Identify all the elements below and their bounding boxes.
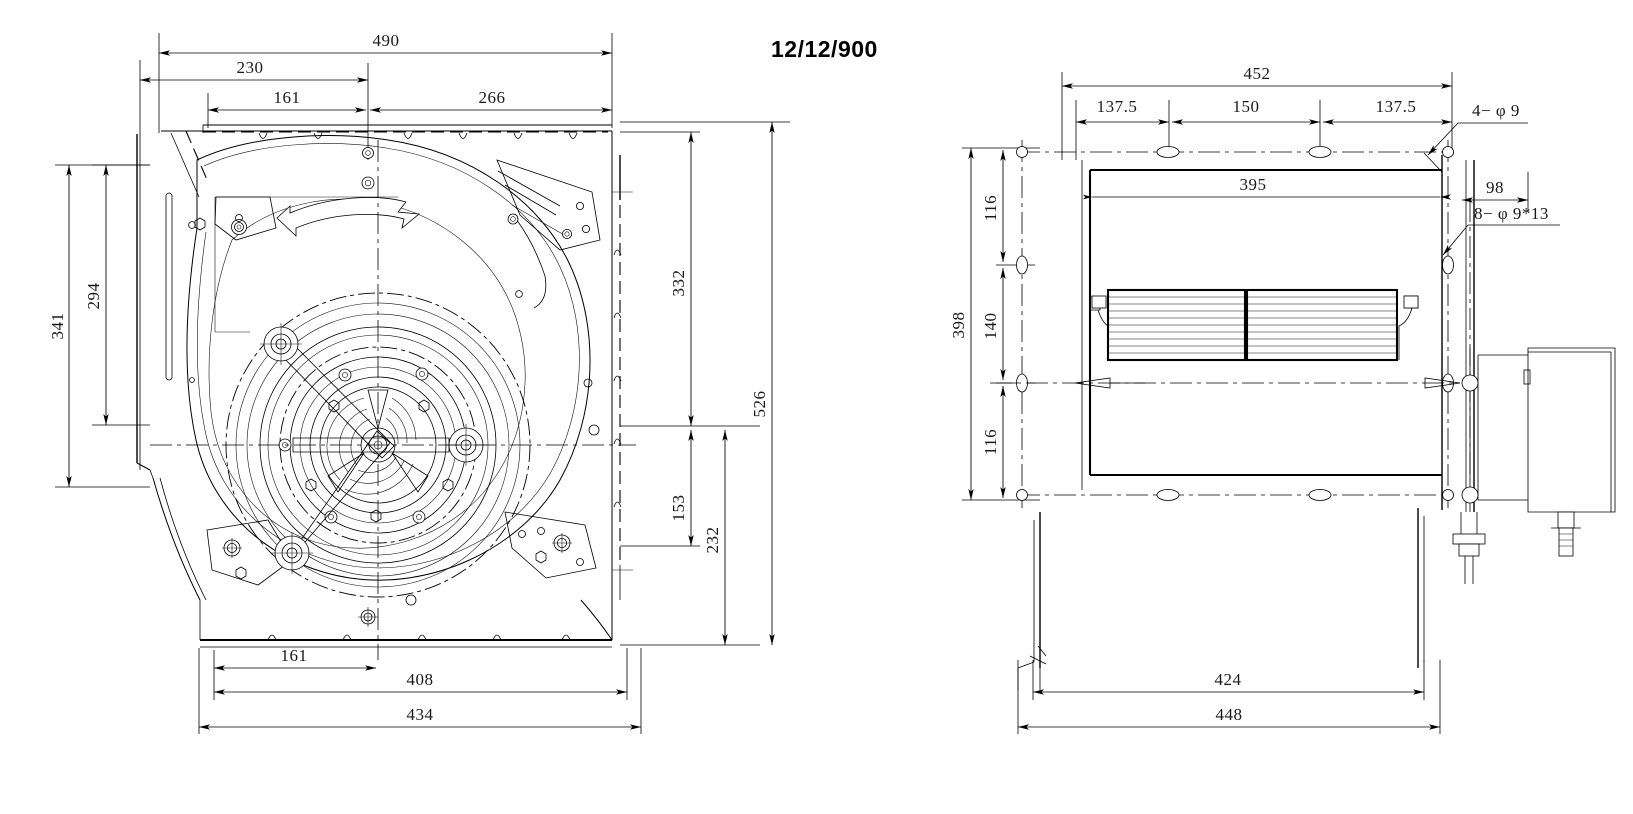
dim-448-label: 448 xyxy=(1216,705,1243,724)
dim-116-b-label: 116 xyxy=(981,429,1000,455)
dim-140-label: 140 xyxy=(981,313,1000,340)
dim-341: 341 xyxy=(48,164,150,488)
dim-448: 448 xyxy=(1017,660,1441,734)
dim-116-a: 116 xyxy=(981,150,1035,266)
drawing-title: 12/12/900 xyxy=(771,36,878,62)
dim-153: 153 xyxy=(620,430,700,547)
dim-332-label: 332 xyxy=(669,270,688,297)
impeller-cage xyxy=(1106,288,1399,362)
dim-398-label: 398 xyxy=(949,312,968,339)
callout-4-phi9-label: 4− φ 9 xyxy=(1472,101,1520,120)
dim-150: 150 xyxy=(1172,97,1321,150)
dim-452: 452 xyxy=(1061,64,1453,160)
dim-490-label: 490 xyxy=(373,31,400,50)
motor-box xyxy=(1452,160,1616,584)
dim-266-label: 266 xyxy=(479,88,506,107)
dim-232: 232 xyxy=(620,430,760,646)
dim-116-a-label: 116 xyxy=(981,195,1000,221)
hub-fasteners xyxy=(278,367,472,524)
dim-116-b: 116 xyxy=(981,386,1006,498)
dim-434-label: 434 xyxy=(407,705,434,724)
dim-232-label: 232 xyxy=(703,527,722,554)
dim-526-label: 526 xyxy=(750,391,769,418)
right-edge-flange xyxy=(583,155,633,600)
dim-98-label: 98 xyxy=(1486,178,1504,197)
dim-490: 490 xyxy=(158,31,613,133)
mount-holes-bottom xyxy=(1016,489,1454,501)
dim-137-5-a-label: 137.5 xyxy=(1097,97,1138,116)
callout-8-phi9x13-label: 8− φ 9*13 xyxy=(1474,204,1549,223)
callout-8-phi9x13: 8− φ 9*13 xyxy=(1442,204,1560,256)
rotation-arrow-icon xyxy=(276,197,421,237)
dim-150-label: 150 xyxy=(1233,97,1260,116)
dim-294-label: 294 xyxy=(84,283,103,310)
dim-341-label: 341 xyxy=(48,313,67,340)
dim-424-label: 424 xyxy=(1215,670,1242,689)
dim-424: 424 xyxy=(1032,660,1425,700)
dim-294: 294 xyxy=(84,164,150,426)
mount-holes-top xyxy=(1016,146,1454,158)
dim-161-bottom-label: 161 xyxy=(281,646,308,665)
dim-137-5-b-label: 137.5 xyxy=(1376,97,1417,116)
dim-137-5-b: 137.5 xyxy=(1323,97,1452,125)
dim-230-label: 230 xyxy=(237,58,264,77)
dim-398: 398 xyxy=(949,147,1040,501)
callout-4-phi9: 4− φ 9 xyxy=(1427,101,1528,156)
dim-434: 434 xyxy=(198,648,642,734)
dim-395-label: 395 xyxy=(1240,175,1267,194)
dim-408-label: 408 xyxy=(407,670,434,689)
front-view: 490 230 161 266 341 xyxy=(48,31,790,734)
dim-137-5-a: 137.5 xyxy=(1075,97,1170,160)
dim-161-top: 161 xyxy=(207,88,366,128)
dim-395: 395 xyxy=(1083,175,1451,200)
dim-526: 526 xyxy=(620,121,790,645)
mount-holes-side xyxy=(1016,255,1454,393)
dim-266: 266 xyxy=(370,88,612,113)
top-louvre-tabs xyxy=(258,132,578,139)
dim-452-label: 452 xyxy=(1244,64,1271,83)
side-view: 452 137.5 150 137.5 398 116 xyxy=(949,64,1616,734)
dim-230: 230 xyxy=(139,58,369,470)
dim-98: 98 xyxy=(1462,172,1529,212)
base-louvre-tabs xyxy=(267,634,571,641)
base-stand xyxy=(1017,508,1425,690)
dim-140: 140 xyxy=(981,268,1035,384)
dim-332: 332 xyxy=(620,131,760,427)
dim-408: 408 xyxy=(214,648,628,700)
dim-153-label: 153 xyxy=(669,495,688,522)
dim-161-top-label: 161 xyxy=(274,88,301,107)
